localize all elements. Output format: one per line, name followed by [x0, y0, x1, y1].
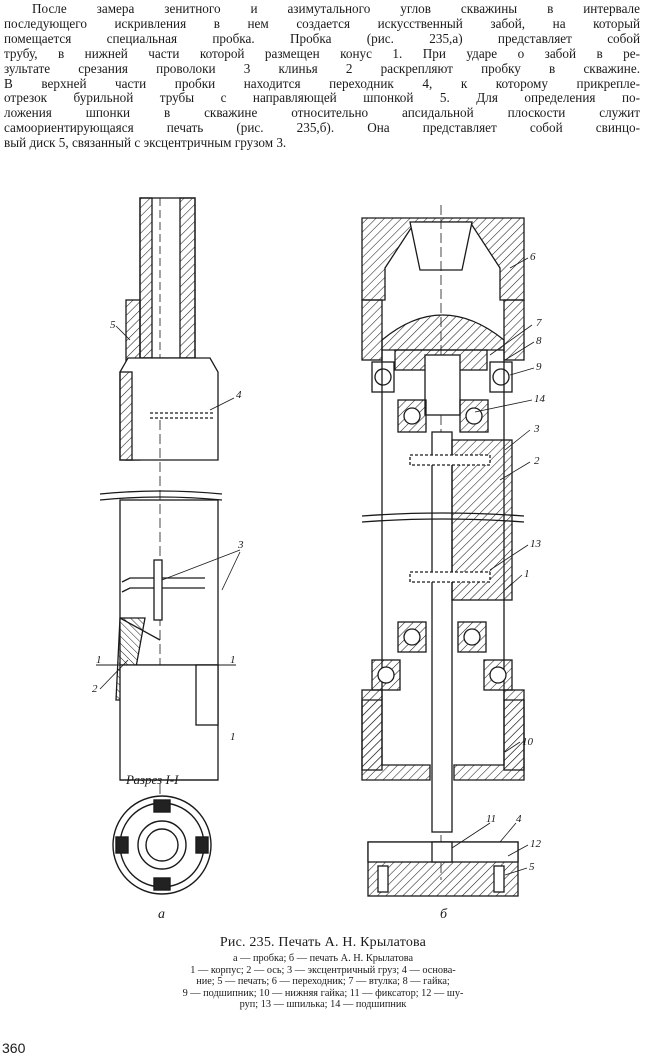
legend-line: а — пробка; б — печать А. Н. Крылатова [232, 953, 414, 964]
paragraph-line: трубу, в нижней части которой размещен к… [4, 45, 640, 61]
fig-b-label-7: 7 [536, 317, 542, 329]
figure-caption: Рис. 235. Печать А. Н. Крылатова а — про… [0, 935, 646, 1011]
fig-b-label-14: 14 [534, 393, 546, 405]
legend-line: 9 — подшипник; 10 — нижняя гайка; 11 — ф… [182, 987, 464, 999]
fig-b-label-5: 5 [529, 861, 535, 873]
leader-lines [99, 257, 535, 876]
paragraph-line: ложения шпонки в скважине относительно а… [4, 105, 640, 121]
fig-a-sublabel: а [158, 907, 165, 922]
fig-a-label-1-right: 1 [230, 654, 236, 666]
fig-b-sublabel: б [440, 907, 448, 922]
fig-b-label-9: 9 [536, 361, 542, 373]
fig-b-label-12: 12 [530, 838, 542, 850]
fig-a-label-2: 2 [92, 683, 98, 695]
page-number: 360 [2, 1040, 26, 1056]
paragraph-line: В верхней части пробки находится переход… [4, 75, 640, 91]
fig-b-label-11: 11 [486, 813, 496, 825]
fig-a-label-1-left: 1 [96, 654, 102, 666]
paragraph-line: После замера зенитного и азимутального у… [32, 1, 640, 16]
fig-a-label-1-bottom: 1 [230, 731, 236, 743]
fig-b-label-6: 6 [530, 251, 536, 263]
figure-a-plug [96, 197, 236, 800]
fig-b-label-10: 10 [522, 736, 534, 748]
fig-a-label-5: 5 [110, 319, 116, 331]
technical-figure: 5 4 3 1 1 2 1 Разрез I-I а 6 7 8 9 14 3 … [92, 197, 546, 922]
paragraph-line: отрезок бурильной трубы с направляющей ш… [4, 90, 640, 106]
caption-title: Рис. 235. Печать А. Н. Крылатова [219, 935, 427, 950]
paragraph-line: последующего искривления в нем создается… [4, 15, 640, 31]
body-paragraph: После замера зенитного и азимутального у… [4, 1, 640, 151]
fig-b-label-4: 4 [516, 813, 522, 825]
caption-legend: а — пробка; б — печать А. Н. Крылатова 1… [88, 953, 558, 1011]
fig-b-label-8: 8 [536, 335, 542, 347]
legend-line: ние; 5 — печать; 6 — переходник; 7 — вту… [196, 976, 450, 988]
figure-b-seal [361, 205, 525, 897]
paragraph-line: помещается специальная пробка. Пробка (р… [4, 30, 640, 46]
fig-a-label-4: 4 [236, 389, 242, 401]
fig-b-label-3: 3 [533, 423, 540, 435]
fig-b-label-2: 2 [534, 455, 540, 467]
paragraph-line: вый диск 5, связанный с эксцентричным гр… [4, 135, 287, 151]
legend-line: 1 — корпус; 2 — ось; 3 — эксцентричный г… [190, 964, 456, 976]
fig-b-label-13: 13 [530, 538, 542, 550]
paragraph-line: самоориентирующаяся печать (рис. 235,б).… [4, 120, 640, 136]
section-title: Разрез I-I [125, 772, 179, 787]
fig-b-label-1: 1 [524, 568, 530, 580]
fig-a-label-3: 3 [237, 539, 244, 551]
legend-line: руп; 13 — шпилька; 14 — подшипник [239, 999, 407, 1011]
section-view-i-i [112, 795, 212, 895]
paragraph-line: зультате срезания проволоки 3 клинья 2 р… [4, 60, 640, 76]
